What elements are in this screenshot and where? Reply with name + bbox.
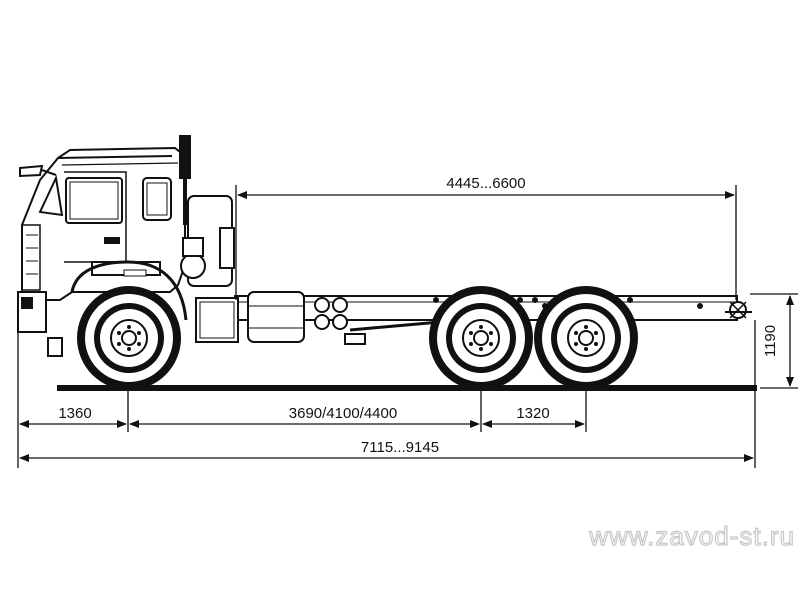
- truck-cab: [21, 146, 186, 301]
- side-mirror: [19, 164, 57, 178]
- rear-axle-spacing-label: 1320: [516, 405, 549, 422]
- height-label: 1190: [762, 325, 779, 357]
- front-bumper: [17, 291, 63, 357]
- wheelbase-label: 3690/4100/4400: [289, 405, 397, 422]
- exhaust-stack: [179, 135, 191, 225]
- engine-equipment: [180, 195, 235, 287]
- front-overhang-label: 1360: [58, 405, 91, 422]
- ground-line: [57, 385, 757, 391]
- dimension-lines: [17, 185, 798, 468]
- middle-wheel: [429, 286, 533, 390]
- frame-length-label: 4445...6600: [446, 175, 525, 192]
- rear-wheel: [534, 286, 638, 390]
- wheel-lug-nuts: [117, 325, 598, 351]
- front-wheel: [77, 286, 181, 390]
- truck-illustration: [17, 135, 752, 390]
- front-wheel-arch: [70, 260, 188, 321]
- overall-length-label: 7115...9145: [361, 439, 439, 456]
- watermark-text: www.zavod-st.ru: [588, 521, 795, 551]
